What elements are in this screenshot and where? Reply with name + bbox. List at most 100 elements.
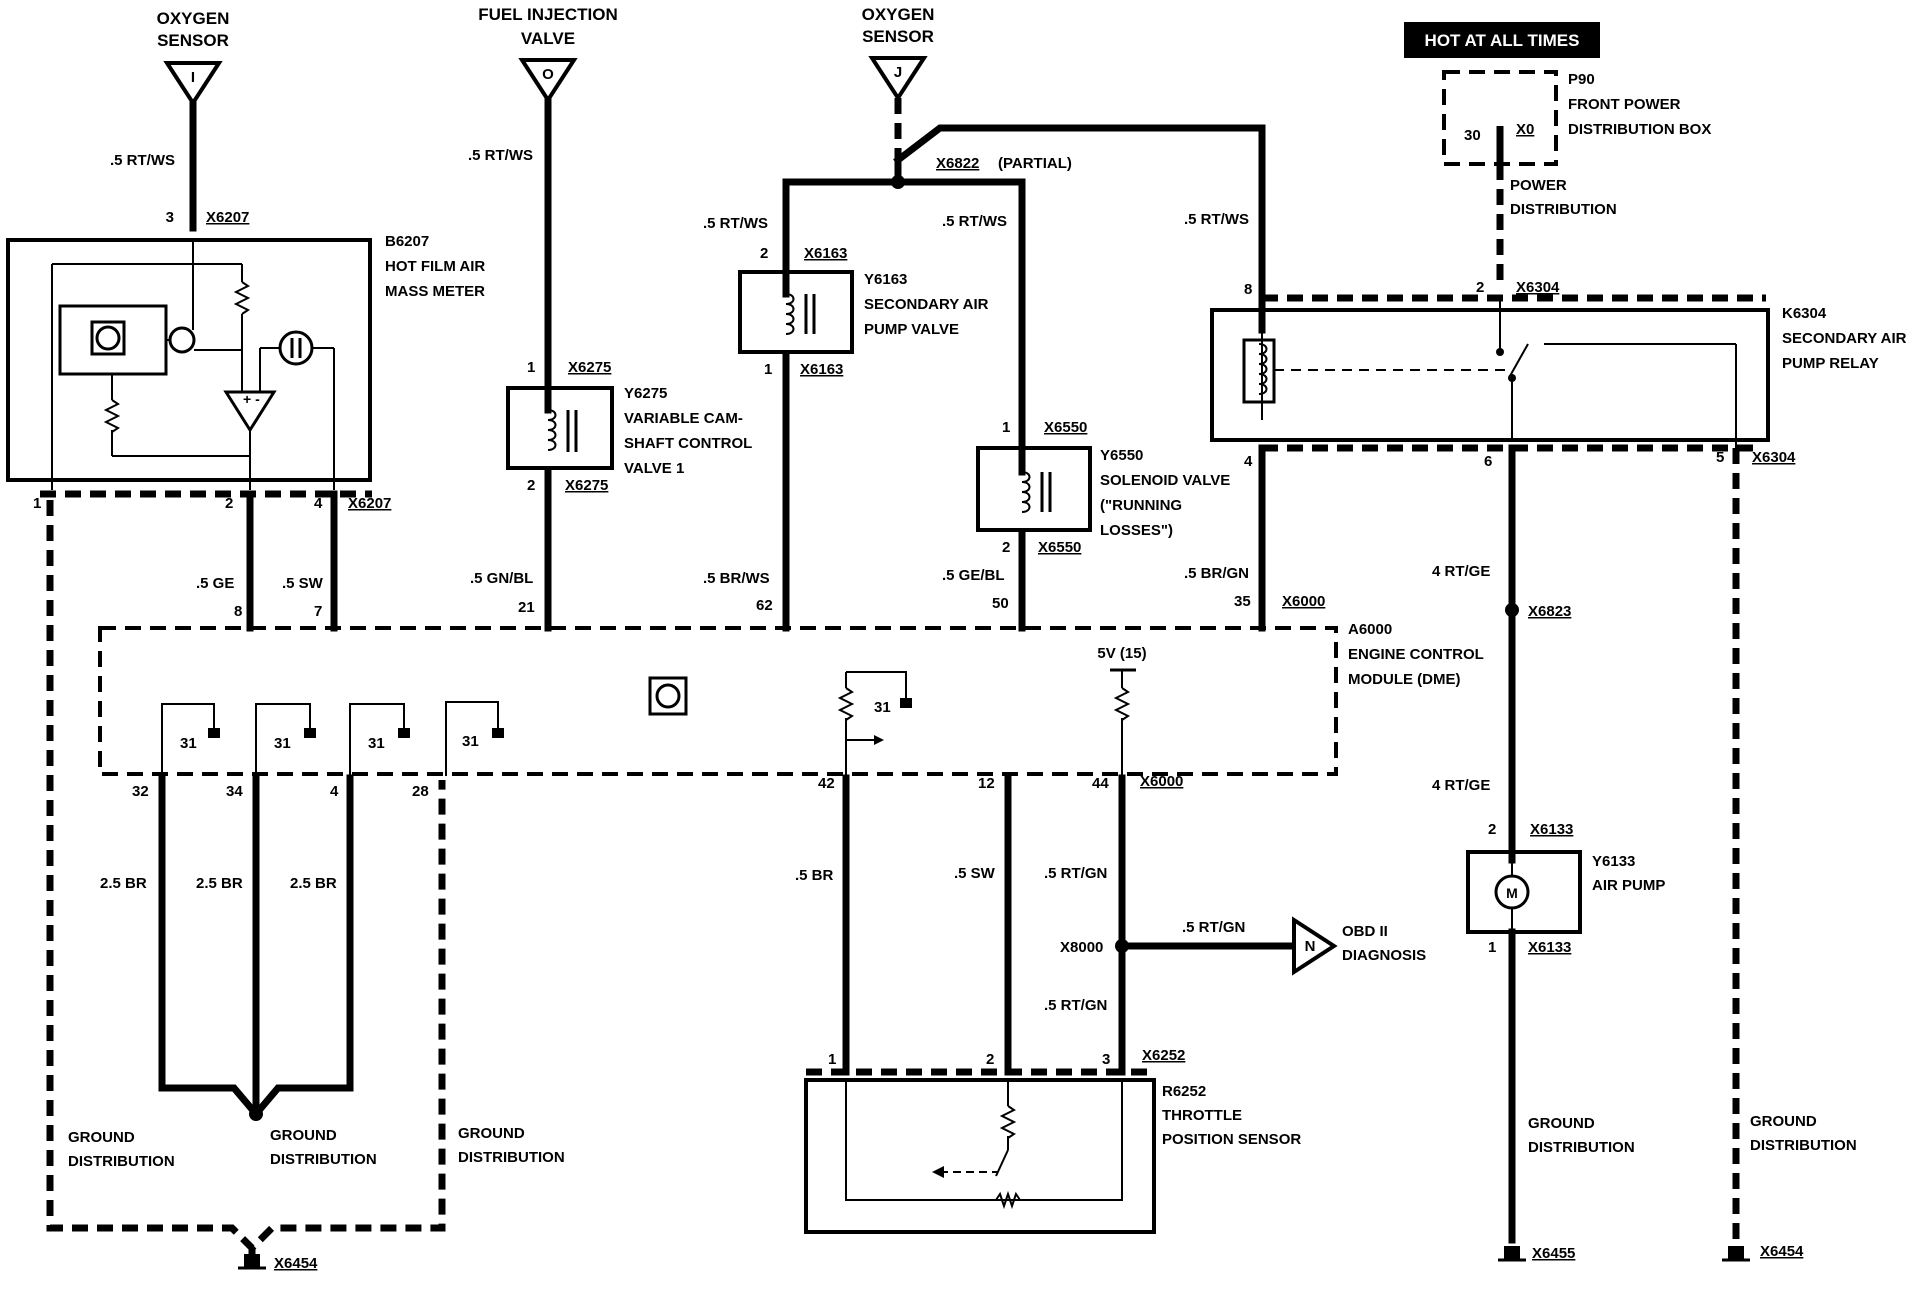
pin-label: 1 <box>527 359 535 376</box>
ground-label-line: DISTRIBUTION <box>458 1149 565 1166</box>
wire-label: .5 GE <box>196 575 234 592</box>
p90-front-power-distribution-box: 30 X0 P90 FRONT POWER DISTRIBUTION BOX P… <box>1442 70 1711 296</box>
pin-label: 1 <box>764 361 772 378</box>
terminal-title-line1: OXYGEN <box>157 9 230 28</box>
connector-label: X6454 <box>1760 1243 1804 1260</box>
hot-at-all-times-banner: HOT AT ALL TIMES <box>1404 22 1600 58</box>
wire-label: .5 GE/BL <box>942 567 1005 584</box>
ground-label-line: GROUND <box>1528 1115 1595 1132</box>
wire-label: 2.5 BR <box>290 875 337 892</box>
connector-label: X6000 <box>1140 773 1183 790</box>
component-label-line: Y6550 <box>1100 447 1143 464</box>
pin-label: 31 <box>874 699 891 716</box>
wire-label: 2.5 BR <box>100 875 147 892</box>
ground-label-line: GROUND <box>68 1129 135 1146</box>
internal-5v-supply: 5V (15) <box>1097 645 1147 776</box>
component-label-line: FRONT POWER <box>1568 96 1681 113</box>
wire-label: .5 SW <box>282 575 324 592</box>
ground-label-line: DISTRIBUTION <box>270 1151 377 1168</box>
internal-ground-4: 31 <box>349 703 410 776</box>
wire-label: .5 BR <box>795 867 834 884</box>
ground-symbol <box>1722 1246 1750 1262</box>
wire-label: .5 GN/BL <box>470 570 533 587</box>
pin-label: 2 <box>1488 821 1496 838</box>
wire-label: 4 RT/GE <box>1432 563 1490 580</box>
terminal-oxygen-sensor-mid: OXYGEN SENSOR J <box>862 5 935 102</box>
component-label-line: AIR PUMP <box>1592 877 1665 894</box>
pin-label: 4 <box>314 495 323 512</box>
svg-text:+ -: + - <box>243 391 260 407</box>
connector-label: X6304 <box>1752 449 1796 466</box>
pin-label: 62 <box>756 597 773 614</box>
wire-label: .5 RT/WS <box>703 215 768 232</box>
ground-label-line: GROUND <box>1750 1113 1817 1130</box>
terminal-letter: I <box>191 69 195 86</box>
terminal-title-line1: OXYGEN <box>862 5 935 24</box>
connector-label: X6000 <box>1282 593 1325 610</box>
wire-label: .5 RT/GN <box>1044 865 1107 882</box>
wire-label: .5 BR/GN <box>1184 565 1249 582</box>
pin-label: 35 <box>1234 593 1251 610</box>
pin-label: 42 <box>818 775 835 792</box>
pin-label: 31 <box>180 735 197 752</box>
component-label-line: K6304 <box>1782 305 1827 322</box>
component-label-line: SHAFT CONTROL <box>624 435 752 452</box>
pin-label: 2 <box>760 245 768 262</box>
component-label-line: MASS METER <box>385 283 485 300</box>
r6252-throttle-position-sensor: 1 2 3 X6252 R6252 THROTTLE POSITION SENS… <box>804 1047 1301 1234</box>
pin-label: 2 <box>1002 539 1010 556</box>
component-label-line: B6207 <box>385 233 429 250</box>
connector-label: X6133 <box>1530 821 1573 838</box>
connector-label: X6823 <box>1528 603 1571 620</box>
internal-ground-34: 31 <box>255 703 316 776</box>
wire-label: .5 RT/GN <box>1044 997 1107 1014</box>
y6163-secondary-air-pump-valve: 2 X6163 Y6163 SECONDARY AIR PUMP VALVE 1… <box>703 245 989 614</box>
component-label-line: P90 <box>1568 71 1595 88</box>
pin-label: 2 <box>986 1051 994 1068</box>
ground-label-line: DISTRIBUTION <box>1750 1137 1857 1154</box>
wire-label: 2.5 BR <box>196 875 243 892</box>
component-label-line: POSITION SENSOR <box>1162 1131 1301 1148</box>
component-label-line: Y6163 <box>864 271 907 288</box>
pin-label: 7 <box>314 603 322 620</box>
pin-label: 31 <box>274 735 291 752</box>
component-label-line: A6000 <box>1348 621 1392 638</box>
p90-x0: X0 <box>1516 121 1534 138</box>
terminal-letter: N <box>1305 938 1316 955</box>
terminal-fuel-injection-valve: FUEL INJECTION VALVE O <box>478 5 618 104</box>
pin-label: 12 <box>978 775 995 792</box>
terminal-obd-ii-diagnosis: N OBD II DIAGNOSIS <box>1292 916 1426 976</box>
power-distribution-line: DISTRIBUTION <box>1510 201 1617 218</box>
terminal-letter: O <box>542 66 554 83</box>
connector-label: X6207 <box>206 209 249 226</box>
pin-label: 8 <box>234 603 242 620</box>
partial-note: (PARTIAL) <box>998 155 1072 172</box>
connector-label: X6822 <box>936 155 979 172</box>
connector-label: X6207 <box>348 495 391 512</box>
connector-label: X6163 <box>800 361 843 378</box>
internal-ground-42: 31 <box>837 671 912 776</box>
connector-label: X6252 <box>1142 1047 1185 1064</box>
component-label-line: VARIABLE CAM- <box>624 410 743 427</box>
y6550-solenoid-valve: 1 X6550 Y6550 SOLENOID VALVE ("RUNNING L… <box>942 419 1230 612</box>
pin-label: 31 <box>462 733 479 750</box>
component-label-line: SOLENOID VALVE <box>1100 472 1230 489</box>
component-label-line: Y6133 <box>1592 853 1635 870</box>
pin-label: 4 <box>1244 453 1253 470</box>
terminal-title-line2: SENSOR <box>157 31 229 50</box>
pin-label: 44 <box>1092 775 1109 792</box>
k6304-secondary-air-pump-relay: 8 K6304 SECONDARY AIR PUMP RELAY 4 6 5 X… <box>1210 281 1907 470</box>
connector-label: X6550 <box>1038 539 1081 556</box>
ground-label-line: DISTRIBUTION <box>68 1153 175 1170</box>
ground-label-line: GROUND <box>458 1125 525 1142</box>
pin-label: 3 <box>166 209 174 226</box>
component-label-line: SECONDARY AIR <box>864 296 989 313</box>
connector-label: X6304 <box>1516 279 1560 296</box>
pin-label: 28 <box>412 783 429 800</box>
component-label-line: R6252 <box>1162 1083 1206 1100</box>
terminal-title-line1: OBD II <box>1342 923 1388 940</box>
component-label-line: DISTRIBUTION BOX <box>1568 121 1711 138</box>
x6822-splice-branch: X6822 (PARTIAL) .5 RT/WS .5 RT/WS .5 RT/… <box>703 98 1266 632</box>
a6000-engine-control-module: A6000 ENGINE CONTROL MODULE (DME) 31 31 … <box>98 621 1484 776</box>
connector-label: X6550 <box>1044 419 1087 436</box>
